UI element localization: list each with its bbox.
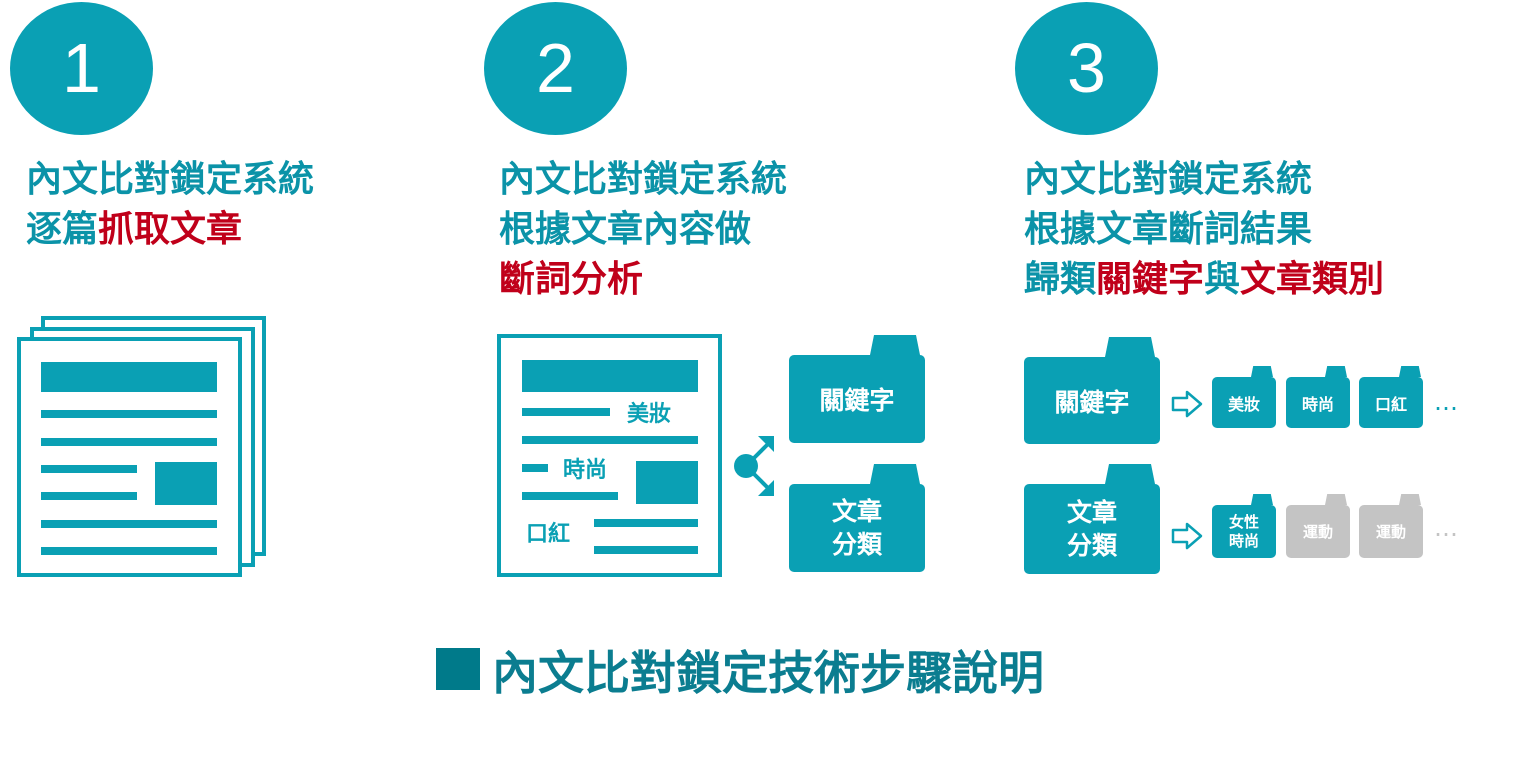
folder-icon — [1325, 494, 1347, 505]
doc-word-makeup: 美妝 — [627, 402, 672, 427]
folder-icon — [870, 464, 920, 484]
heading-text: 根據文章內容做 — [499, 209, 752, 250]
square-bullet-icon — [436, 648, 480, 690]
folder-icon — [1399, 494, 1421, 505]
tag-sports: 運動 — [1286, 505, 1350, 558]
tag-womens-fashion: 女性 時尚 — [1212, 505, 1276, 558]
heading-text: 歸類 — [1024, 259, 1097, 300]
diagram-caption: 內文比對鎖定技術步驟說明 — [492, 646, 1044, 700]
heading-line: 內文比對鎖定系統 — [1024, 155, 1384, 205]
folder-icon — [1325, 366, 1347, 377]
step-2-heading: 內文比對鎖定系統根據文章內容做斷詞分析 — [499, 155, 787, 305]
doc-word-lipstick: 口紅 — [526, 522, 571, 547]
heading-highlight: 抓取文章 — [98, 209, 243, 250]
step-1-heading: 內文比對鎖定系統逐篇抓取文章 — [26, 155, 314, 255]
heading-text: 逐篇 — [26, 209, 99, 250]
heading-text: 根據文章斷詞結果 — [1024, 209, 1313, 250]
heading-highlight: 斷詞分析 — [499, 259, 644, 300]
heading-highlight: 文章類別 — [1240, 259, 1385, 300]
step-2-number: 2 — [484, 2, 627, 135]
folder-icon — [1105, 464, 1155, 484]
tag-makeup: 美妝 — [1212, 377, 1276, 428]
heading-text: 內文比對鎖定系統 — [499, 159, 788, 200]
heading-line: 歸類關鍵字與文章類別 — [1024, 255, 1384, 305]
heading-line: 斷詞分析 — [499, 255, 787, 305]
folder-icon — [1399, 366, 1421, 377]
step-3-heading: 內文比對鎖定系統根據文章斷詞結果歸類關鍵字與文章類別 — [1024, 155, 1384, 305]
folder-icon — [1251, 366, 1273, 377]
arrow-right-icon — [1171, 390, 1203, 418]
arrow-right-icon — [1171, 522, 1203, 550]
heading-line: 內文比對鎖定系統 — [26, 155, 314, 205]
tag-lipstick: 口紅 — [1359, 377, 1423, 428]
heading-text: 內文比對鎖定系統 — [1024, 159, 1313, 200]
step-3-number: 3 — [1015, 2, 1158, 135]
share-icon — [734, 436, 774, 496]
heading-highlight: 關鍵字 — [1096, 259, 1205, 300]
heading-text: 內文比對鎖定系統 — [26, 159, 315, 200]
tag-fashion: 時尚 — [1286, 377, 1350, 428]
heading-line: 內文比對鎖定系統 — [499, 155, 787, 205]
doc-word-fashion: 時尚 — [563, 458, 608, 483]
heading-line: 根據文章內容做 — [499, 205, 787, 255]
tag-sports-2: 運動 — [1359, 505, 1423, 558]
heading-text: 與 — [1204, 259, 1241, 300]
category-folder-keyword: 關鍵字 — [1024, 357, 1160, 444]
step-1-number: 1 — [10, 2, 153, 135]
folder-icon — [870, 335, 920, 355]
folder-icon — [1251, 494, 1273, 505]
folder-article-category: 文章 分類 — [789, 484, 925, 572]
folder-icon — [1105, 337, 1155, 357]
more-ellipsis-inactive: … — [1434, 514, 1460, 542]
category-folder-article-category: 文章 分類 — [1024, 484, 1160, 574]
more-ellipsis: … — [1434, 388, 1460, 416]
heading-line: 逐篇抓取文章 — [26, 205, 314, 255]
folder-keyword: 關鍵字 — [789, 355, 925, 443]
heading-line: 根據文章斷詞結果 — [1024, 205, 1384, 255]
